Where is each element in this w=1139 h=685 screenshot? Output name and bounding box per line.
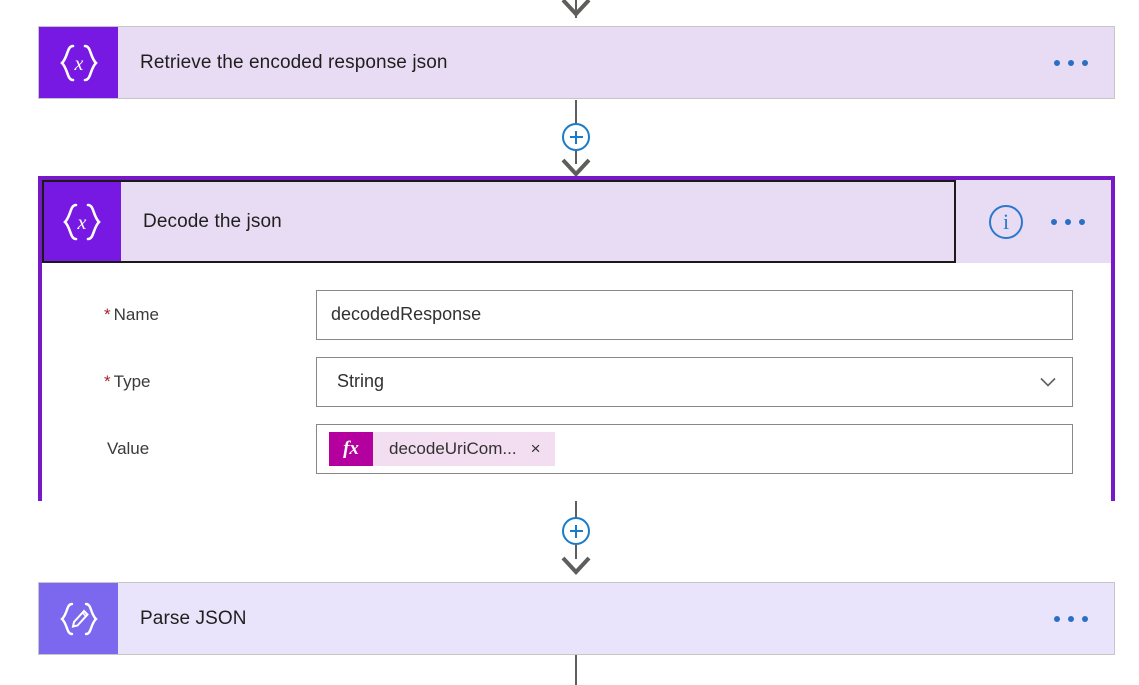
- action-card-title: Parse JSON: [140, 607, 247, 629]
- action-card-header[interactable]: x Decode the json i: [42, 180, 1111, 263]
- type-dropdown-value: String: [337, 371, 385, 391]
- ellipsis-dot: [1079, 218, 1085, 225]
- value-input[interactable]: fx decodeUriCom... ×: [316, 423, 1073, 474]
- add-step-button-2[interactable]: [562, 517, 590, 545]
- required-marker: *: [104, 304, 111, 324]
- form-row-value: Value fx decodeUriCom... ×: [68, 415, 1085, 482]
- connector-arrow-1: [561, 156, 591, 178]
- ellipsis-dot: [1065, 218, 1071, 225]
- ellipsis-dot: [1068, 59, 1074, 66]
- ellipsis-dot: [1054, 59, 1060, 66]
- connector-line: [575, 100, 577, 124]
- ellipsis-dot: [1051, 218, 1057, 225]
- type-label-text: Type: [113, 371, 151, 391]
- ellipsis-dot: [1082, 615, 1088, 622]
- chevron-down-icon[interactable]: [1038, 372, 1058, 392]
- ellipsis-dot: [1068, 615, 1074, 622]
- value-label-text: Value: [107, 438, 150, 458]
- initialize-variable-icon: x: [39, 27, 118, 98]
- type-field-label: *Type: [68, 372, 316, 392]
- name-label-text: Name: [113, 304, 159, 324]
- action-card-overflow-menu[interactable]: [1054, 27, 1114, 98]
- expression-token-label: decodeUriCom...: [389, 438, 517, 458]
- add-step-button-1[interactable]: [562, 123, 590, 151]
- svg-text:x: x: [73, 53, 83, 75]
- action-card-title: Decode the json: [143, 210, 282, 232]
- action-card-title: Retrieve the encoded response json: [140, 51, 448, 73]
- initialize-variable-icon: x: [42, 180, 121, 263]
- connector-arrow-2: [561, 554, 591, 576]
- remove-token-icon[interactable]: ×: [530, 439, 541, 458]
- form-row-name: *Name decodedResponse: [68, 281, 1085, 348]
- action-card-decode-the-json-selected[interactable]: x Decode the json i *Name decodedRespons…: [38, 176, 1115, 502]
- name-input-value: decodedResponse: [331, 304, 482, 324]
- name-input[interactable]: decodedResponse: [316, 289, 1073, 340]
- required-marker: *: [104, 371, 111, 391]
- name-field-label: *Name: [68, 305, 316, 325]
- fx-icon: fx: [329, 431, 373, 466]
- ellipsis-dot: [1082, 59, 1088, 66]
- action-card-parse-json[interactable]: Parse JSON: [38, 582, 1115, 655]
- type-dropdown[interactable]: String: [316, 356, 1073, 407]
- action-card-body: *Name decodedResponse *Type String: [42, 263, 1111, 502]
- svg-text:x: x: [76, 212, 86, 234]
- info-icon[interactable]: i: [989, 204, 1023, 239]
- action-card-retrieve-encoded-response-json[interactable]: x Retrieve the encoded response json: [38, 26, 1115, 99]
- connector-line-bottom: [575, 655, 577, 685]
- action-card-overflow-menu[interactable]: [1051, 218, 1111, 225]
- parse-json-icon: [39, 583, 118, 654]
- form-row-type: *Type String: [68, 348, 1085, 415]
- expression-token[interactable]: fx decodeUriCom... ×: [329, 431, 555, 466]
- connector-line: [575, 150, 577, 164]
- action-card-overflow-menu[interactable]: [1054, 583, 1114, 654]
- connector-line: [575, 545, 577, 559]
- connector-line: [575, 501, 577, 522]
- value-field-label: Value: [68, 439, 316, 459]
- connector-arrow-top: [561, 0, 591, 20]
- ellipsis-dot: [1054, 615, 1060, 622]
